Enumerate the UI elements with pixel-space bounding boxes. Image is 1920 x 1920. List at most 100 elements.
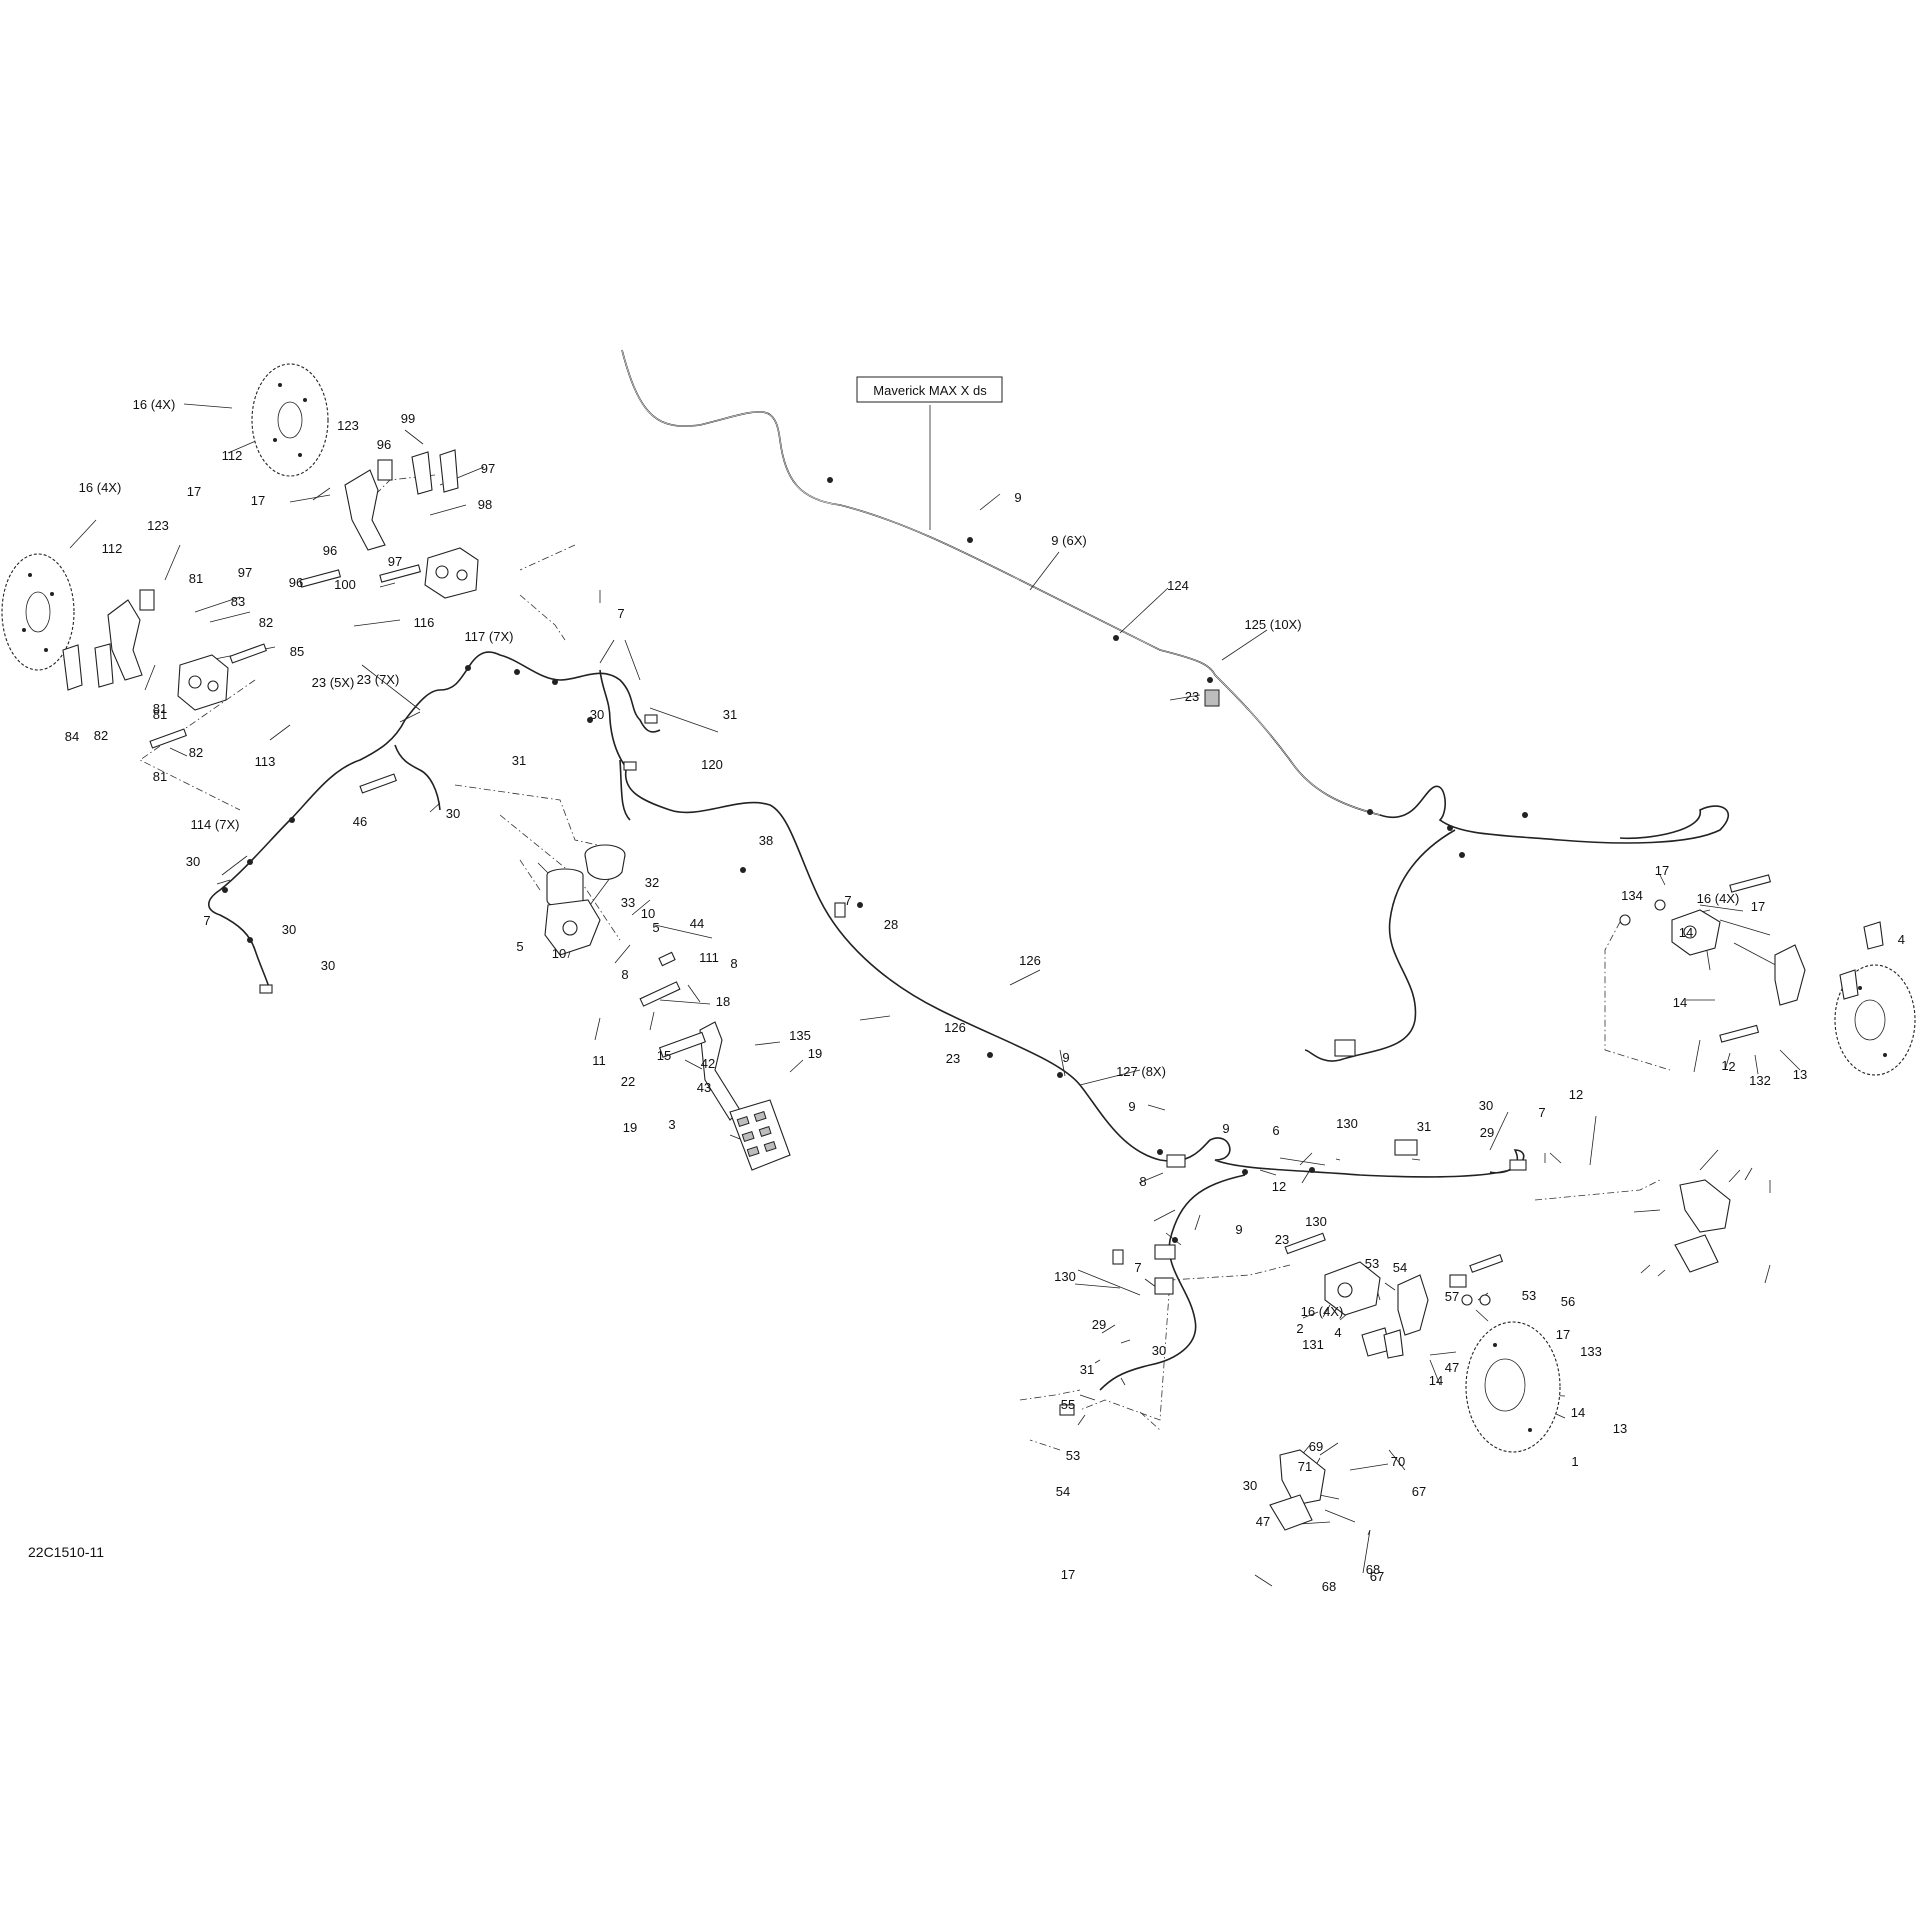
callout-label: 120 bbox=[701, 757, 723, 772]
brake-pedal bbox=[699, 1021, 791, 1171]
callout-label: 30 bbox=[446, 806, 460, 821]
callout-label: 22 bbox=[621, 1074, 635, 1089]
callout-label: 133 bbox=[1580, 1344, 1602, 1359]
callout-label: 9 bbox=[1062, 1050, 1069, 1065]
callout-label: 23 bbox=[1185, 689, 1199, 704]
callout-label: 16 (4X) bbox=[1697, 891, 1740, 906]
callout-label: 82 bbox=[189, 745, 203, 760]
callout-label: 56 bbox=[1561, 1294, 1575, 1309]
callout-label: 12 bbox=[1569, 1087, 1583, 1102]
callout-label: 81 bbox=[153, 701, 167, 716]
callout-label: 97 bbox=[388, 554, 402, 569]
callout-label: 31 bbox=[1080, 1362, 1094, 1377]
callout-label: 99 bbox=[401, 411, 415, 426]
callout-label: 23 bbox=[946, 1051, 960, 1066]
callout-label: 4 bbox=[1334, 1325, 1341, 1340]
callout-label: 9 (6X) bbox=[1051, 533, 1086, 548]
brake-line-front-stub bbox=[394, 744, 441, 811]
callout-label: 130 bbox=[1336, 1116, 1358, 1131]
model-note-box bbox=[856, 376, 1003, 403]
callout-label: 7 bbox=[844, 893, 851, 908]
callout-label: 23 bbox=[1275, 1232, 1289, 1247]
callout-label: 96 bbox=[289, 575, 303, 590]
callout-label: 54 bbox=[1056, 1484, 1070, 1499]
callout-label: 17 bbox=[1655, 863, 1669, 878]
callout-label: 98 bbox=[478, 497, 492, 512]
caliper-bracket-rear-left bbox=[1397, 1274, 1429, 1336]
callout-label: 47 bbox=[1445, 1360, 1459, 1375]
caliper-rear-right bbox=[1671, 909, 1721, 956]
callout-label: 28 bbox=[884, 917, 898, 932]
callout-label: 19 bbox=[623, 1120, 637, 1135]
callout-label: 30 bbox=[1243, 1478, 1257, 1493]
callout-label: 8 bbox=[730, 956, 737, 971]
mounting-bracket-rear-left bbox=[1269, 1449, 1326, 1531]
callout-label: 82 bbox=[259, 615, 273, 630]
callout-label: 100 bbox=[334, 577, 356, 592]
callout-label: 70 bbox=[1391, 1454, 1405, 1469]
callout-label: 81 bbox=[153, 769, 167, 784]
callout-label: 16 (4X) bbox=[79, 480, 122, 495]
callout-label: 23 (7X) bbox=[357, 672, 400, 687]
callout-label: 44 bbox=[690, 916, 704, 931]
callout-label: 30 bbox=[590, 707, 604, 722]
callout-label: 84 bbox=[65, 729, 79, 744]
callout-label: 53 bbox=[1365, 1256, 1379, 1271]
callout-label: 31 bbox=[512, 753, 526, 768]
caliper-bracket-front-right bbox=[344, 469, 386, 551]
caliper-rear-left bbox=[1324, 1261, 1381, 1316]
callout-label: 96 bbox=[377, 437, 391, 452]
callout-label: 8 bbox=[1139, 1174, 1146, 1189]
callout-label: 12 bbox=[1272, 1179, 1286, 1194]
callout-label: 29 bbox=[1092, 1317, 1106, 1332]
callout-label: 131 bbox=[1302, 1337, 1324, 1352]
callout-label: 10 bbox=[552, 946, 566, 961]
callout-label: 68 bbox=[1366, 1562, 1380, 1577]
caliper-bracket-front-left bbox=[107, 599, 143, 681]
callout-label: 8 bbox=[621, 967, 628, 982]
caliper-bracket-rear-right bbox=[1774, 944, 1806, 1006]
callout-label: 53 bbox=[1522, 1288, 1536, 1303]
callout-label: 30 bbox=[186, 854, 200, 869]
brake-lines bbox=[207, 349, 1729, 1391]
callout-label: 6 bbox=[1272, 1123, 1279, 1138]
callout-label: 113 bbox=[255, 754, 276, 769]
callout-label: 1 bbox=[1721, 1058, 1728, 1073]
callout-label: 19 bbox=[808, 1046, 822, 1061]
brake-pads-rear-left bbox=[1361, 1327, 1404, 1359]
brake-line-113 bbox=[207, 719, 406, 991]
brake-line-117 bbox=[404, 651, 661, 733]
callout-label: 11 bbox=[592, 1053, 606, 1068]
brake-line-rear-left bbox=[1099, 1174, 1246, 1391]
callout-label: 97 bbox=[238, 565, 252, 580]
brake-disc-front-left bbox=[1, 553, 75, 671]
callout-label: 7 bbox=[617, 606, 624, 621]
callout-label: 114 (7X) bbox=[191, 817, 240, 832]
callout-label: 29 bbox=[1480, 1125, 1494, 1140]
callout-label: 18 bbox=[716, 994, 730, 1009]
brake-line-116 bbox=[599, 669, 629, 771]
callout-label: 125 (10X) bbox=[1244, 617, 1301, 632]
callout-label: 83 bbox=[231, 594, 245, 609]
callout-label: 97 bbox=[481, 461, 495, 476]
callout-label: 112 bbox=[102, 541, 123, 556]
reservoir-cap bbox=[584, 844, 626, 881]
brake-line-124 bbox=[621, 349, 1729, 844]
callout-label: 134 bbox=[1621, 888, 1643, 903]
callout-label: 30 bbox=[1479, 1098, 1493, 1113]
callout-label: 81 bbox=[189, 571, 203, 586]
callout-label: 17 bbox=[1061, 1567, 1075, 1582]
callout-label: 4 bbox=[1898, 932, 1905, 947]
callout-label: 111 bbox=[699, 950, 719, 965]
callout-label: 9 bbox=[1014, 490, 1021, 505]
callout-label: 2 bbox=[1728, 1059, 1735, 1074]
callout-label: 81 bbox=[153, 707, 167, 722]
callout-label: 38 bbox=[759, 833, 773, 848]
callout-label: 46 bbox=[353, 814, 367, 829]
assembly-dash-lines bbox=[139, 474, 1671, 1451]
callout-label: 47 bbox=[1256, 1514, 1270, 1529]
callout-label: 9 bbox=[1235, 1222, 1242, 1237]
callout-label: 30 bbox=[282, 922, 296, 937]
callout-label: 127 (8X) bbox=[1116, 1064, 1166, 1079]
drawing-number: 22C1510-11 bbox=[28, 1544, 104, 1560]
